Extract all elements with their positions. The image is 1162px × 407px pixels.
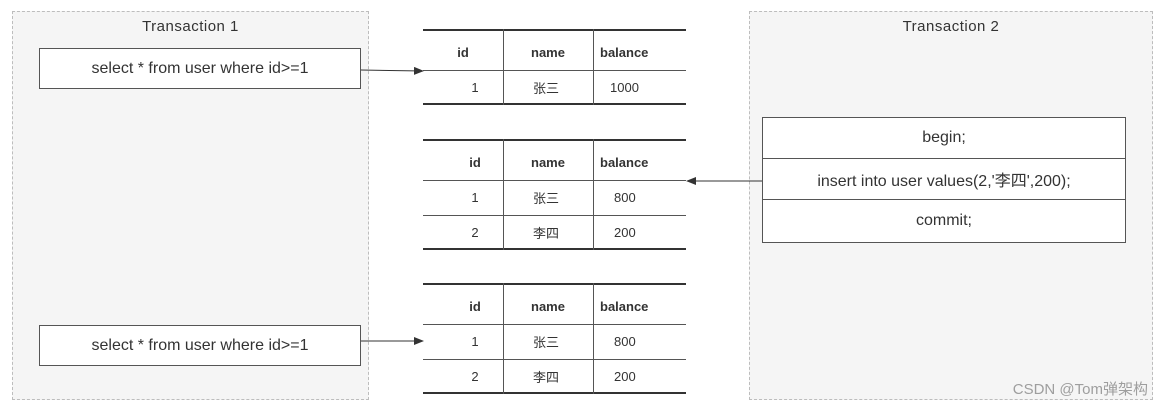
table-3-cell: 2 [471, 369, 479, 384]
table-3-cell: 800 [614, 334, 636, 349]
table-2-cell: 李四 [532, 226, 559, 241]
watermark: CSDN @Tom弹架构 [1012, 381, 1148, 398]
table-2-cell: 200 [614, 225, 636, 240]
table-2-cell: 1 [471, 190, 479, 205]
step-begin: begin; [922, 129, 966, 146]
step-insert: insert into user values(2,'李四',200); [763, 158, 1125, 199]
table-3-cell: 200 [614, 369, 636, 384]
result-table-3: id name balance 1 张三 800 2 李四 200 [423, 283, 686, 395]
table-1-cell: 张三 [532, 81, 559, 96]
table-1-cell: 1 [471, 80, 479, 95]
result-table-1: id name balance 1 张三 1000 [423, 29, 686, 106]
table-2-cell: 张三 [532, 191, 559, 206]
table-3-header-balance: balance [600, 299, 649, 314]
table-1-header-name: name [531, 45, 565, 60]
table-3-cell: 1 [471, 334, 479, 349]
table-3-header-id: id [469, 299, 481, 314]
transaction-1-query-2: select * from user where id>=1 [39, 325, 361, 366]
transaction-2-steps: begin; insert into user values(2,'李四',20… [762, 117, 1126, 243]
table-3-header-name: name [531, 299, 565, 314]
table-2-header-id: id [469, 155, 481, 170]
table-2-cell: 2 [471, 225, 479, 240]
table-1-cell: 1000 [610, 80, 639, 95]
transaction-1-query-1: select * from user where id>=1 [39, 48, 361, 89]
table-2-cell: 800 [614, 190, 636, 205]
table-2-header-balance: balance [600, 155, 649, 170]
table-1-header-balance: balance [600, 45, 649, 60]
transaction-2-title: Transaction 2 [902, 18, 1000, 35]
table-3-cell: 张三 [532, 335, 559, 350]
step-commit: commit; [763, 199, 1125, 242]
result-table-2: id name balance 1 张三 800 2 李四 200 [423, 139, 686, 251]
table-1-header-id: id [457, 45, 469, 60]
table-2-header-name: name [531, 155, 565, 170]
table-3-cell: 李四 [532, 370, 559, 385]
arrow-query-1-to-table-1 [360, 66, 424, 75]
transaction-1-title: Transaction 1 [142, 18, 239, 35]
